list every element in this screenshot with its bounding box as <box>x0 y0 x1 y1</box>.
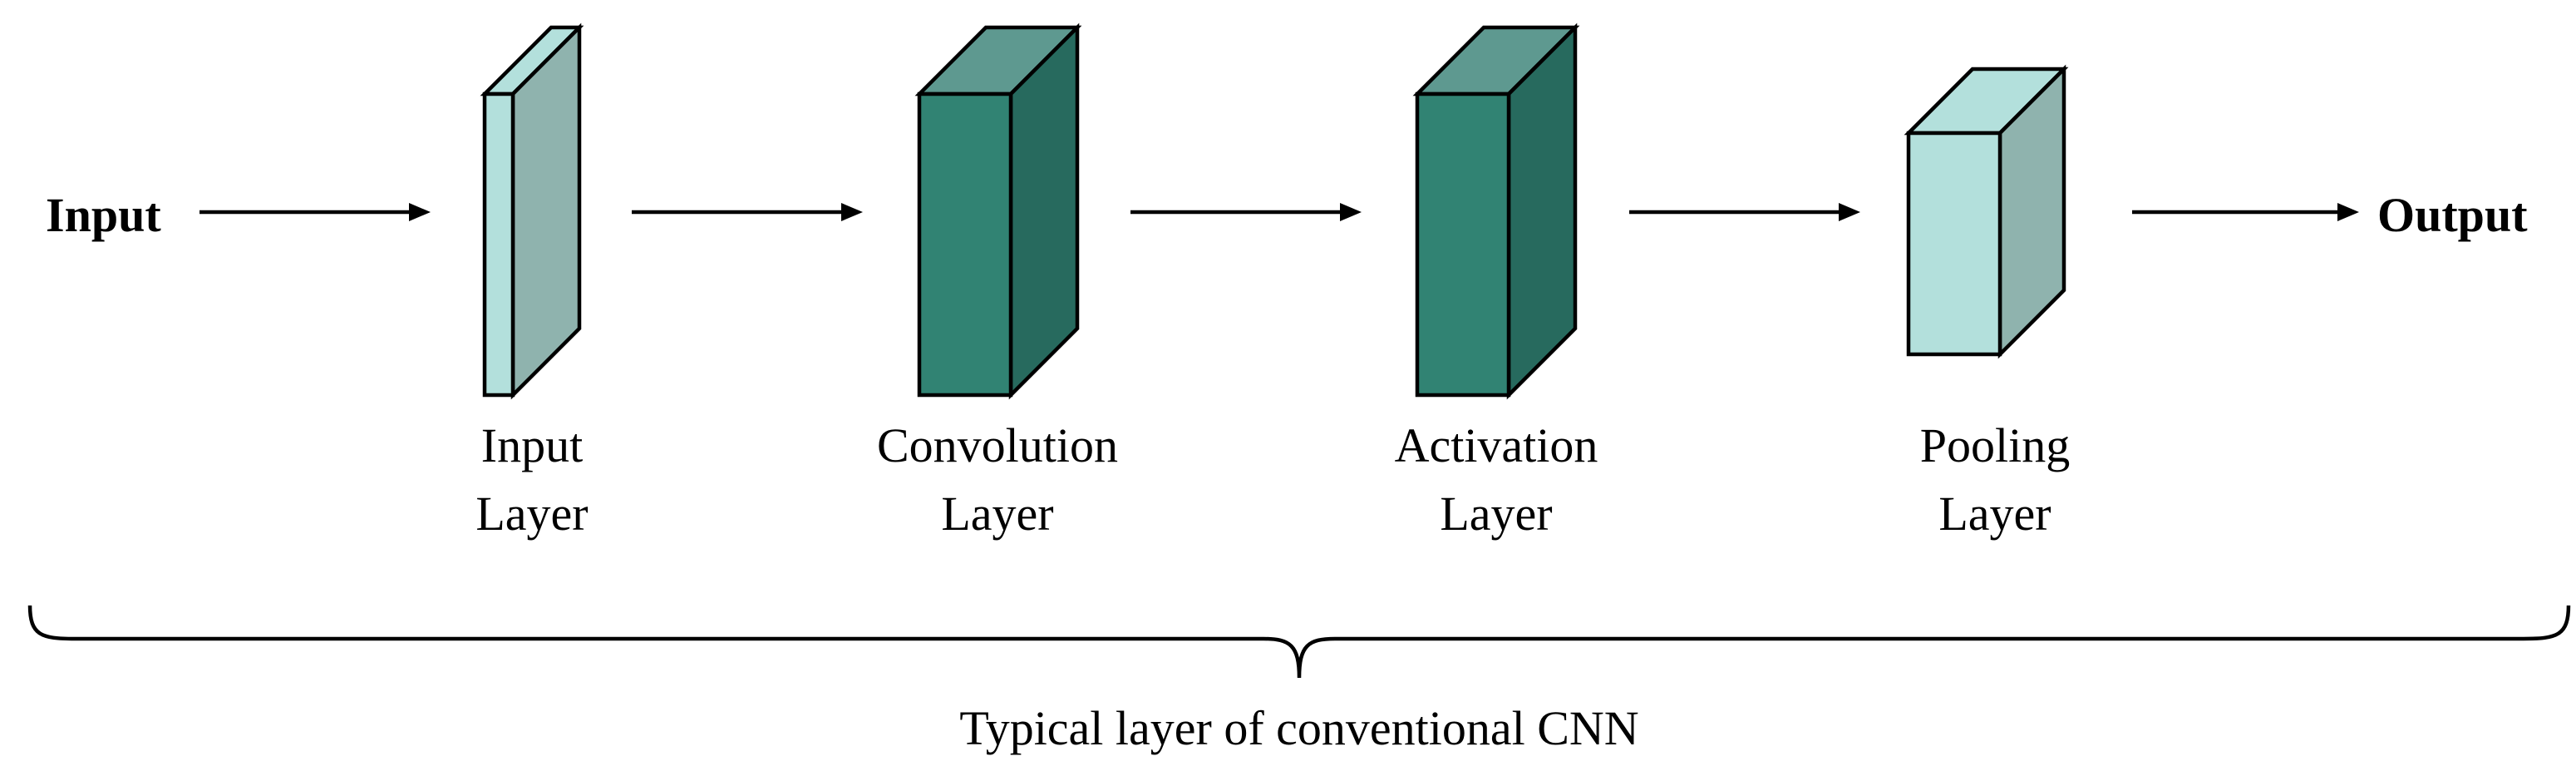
activation-layer-block <box>1412 22 1580 400</box>
pooling-layer-block <box>1904 64 2069 359</box>
pooling-layer-label-line1: Pooling <box>1920 418 2071 472</box>
activation-layer-label-line1: Activation <box>1395 418 1598 472</box>
convolution-layer-label-line1: Convolution <box>877 418 1118 472</box>
output-label: Output <box>2377 188 2528 242</box>
arrow-input-to-input-layer <box>199 203 431 221</box>
diagram-caption: Typical layer of conventional CNN <box>959 701 1638 755</box>
convolution-layer-label-line2: Layer <box>941 487 1053 541</box>
grouping-brace <box>27 605 2571 679</box>
layer-labels: Input Layer Convolution Layer Activation… <box>475 418 2070 541</box>
input-layer-label-line2: Layer <box>475 487 588 541</box>
input-layer-side-face <box>510 22 582 400</box>
convolution-layer-side-face <box>1008 22 1080 400</box>
pooling-layer-front-face <box>1906 131 2002 357</box>
arrow-convolution-to-activation <box>1130 203 1362 221</box>
convolution-layer-block <box>914 22 1082 400</box>
activation-layer-side-face <box>1506 22 1578 400</box>
input-layer-block <box>480 22 584 400</box>
convolution-layer-front-face <box>917 91 1013 398</box>
activation-layer-front-face <box>1415 91 1511 398</box>
input-label: Input <box>46 188 161 242</box>
arrow-activation-to-pooling <box>1629 203 1860 221</box>
input-layer-front-face <box>482 91 515 398</box>
input-layer-label-line1: Input <box>481 418 583 472</box>
pooling-layer-label-line2: Layer <box>1938 487 2051 541</box>
activation-layer-label-line2: Layer <box>1440 487 1552 541</box>
arrow-input-layer-to-convolution <box>632 203 863 221</box>
flow-arrows <box>199 203 2359 221</box>
arrow-pooling-to-output <box>2132 203 2359 221</box>
